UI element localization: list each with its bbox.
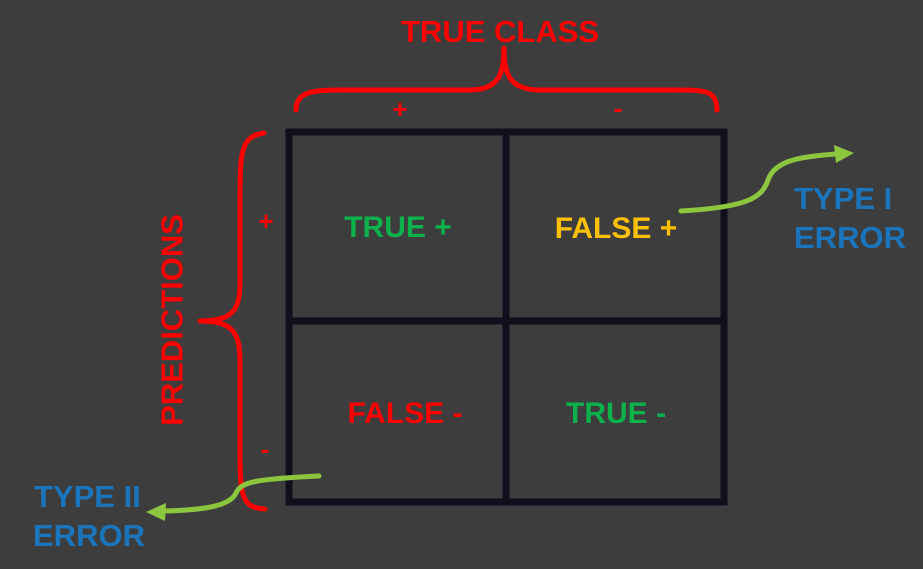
type-two-arrow-line [161, 473, 322, 514]
cell-false-negative: FALSE - [347, 397, 463, 430]
column-positive-sign: + [392, 94, 408, 124]
cell-true-positive: TRUE + [344, 211, 452, 244]
row-positive-sign: + [258, 206, 274, 236]
column-negative-sign: - [613, 93, 623, 123]
row-negative-sign: - [260, 434, 270, 464]
type-one-arrow-head [834, 145, 854, 163]
true-class-title: TRUE CLASS [401, 14, 600, 49]
type-two-error-line2: ERROR [33, 518, 145, 553]
type-one-arrow-line [678, 151, 839, 214]
cell-true-negative: TRUE - [566, 397, 666, 430]
predictions-brace [197, 130, 268, 512]
cell-false-positive: FALSE + [554, 212, 678, 245]
type-two-arrow-head [146, 503, 166, 521]
true-class-brace [293, 45, 720, 113]
type-one-error-line1: TYPE I [794, 181, 893, 216]
type-one-error-line2: ERROR [794, 220, 906, 255]
type-two-error-line1: TYPE II [34, 479, 141, 514]
predictions-title: PREDICTIONS [154, 214, 190, 426]
